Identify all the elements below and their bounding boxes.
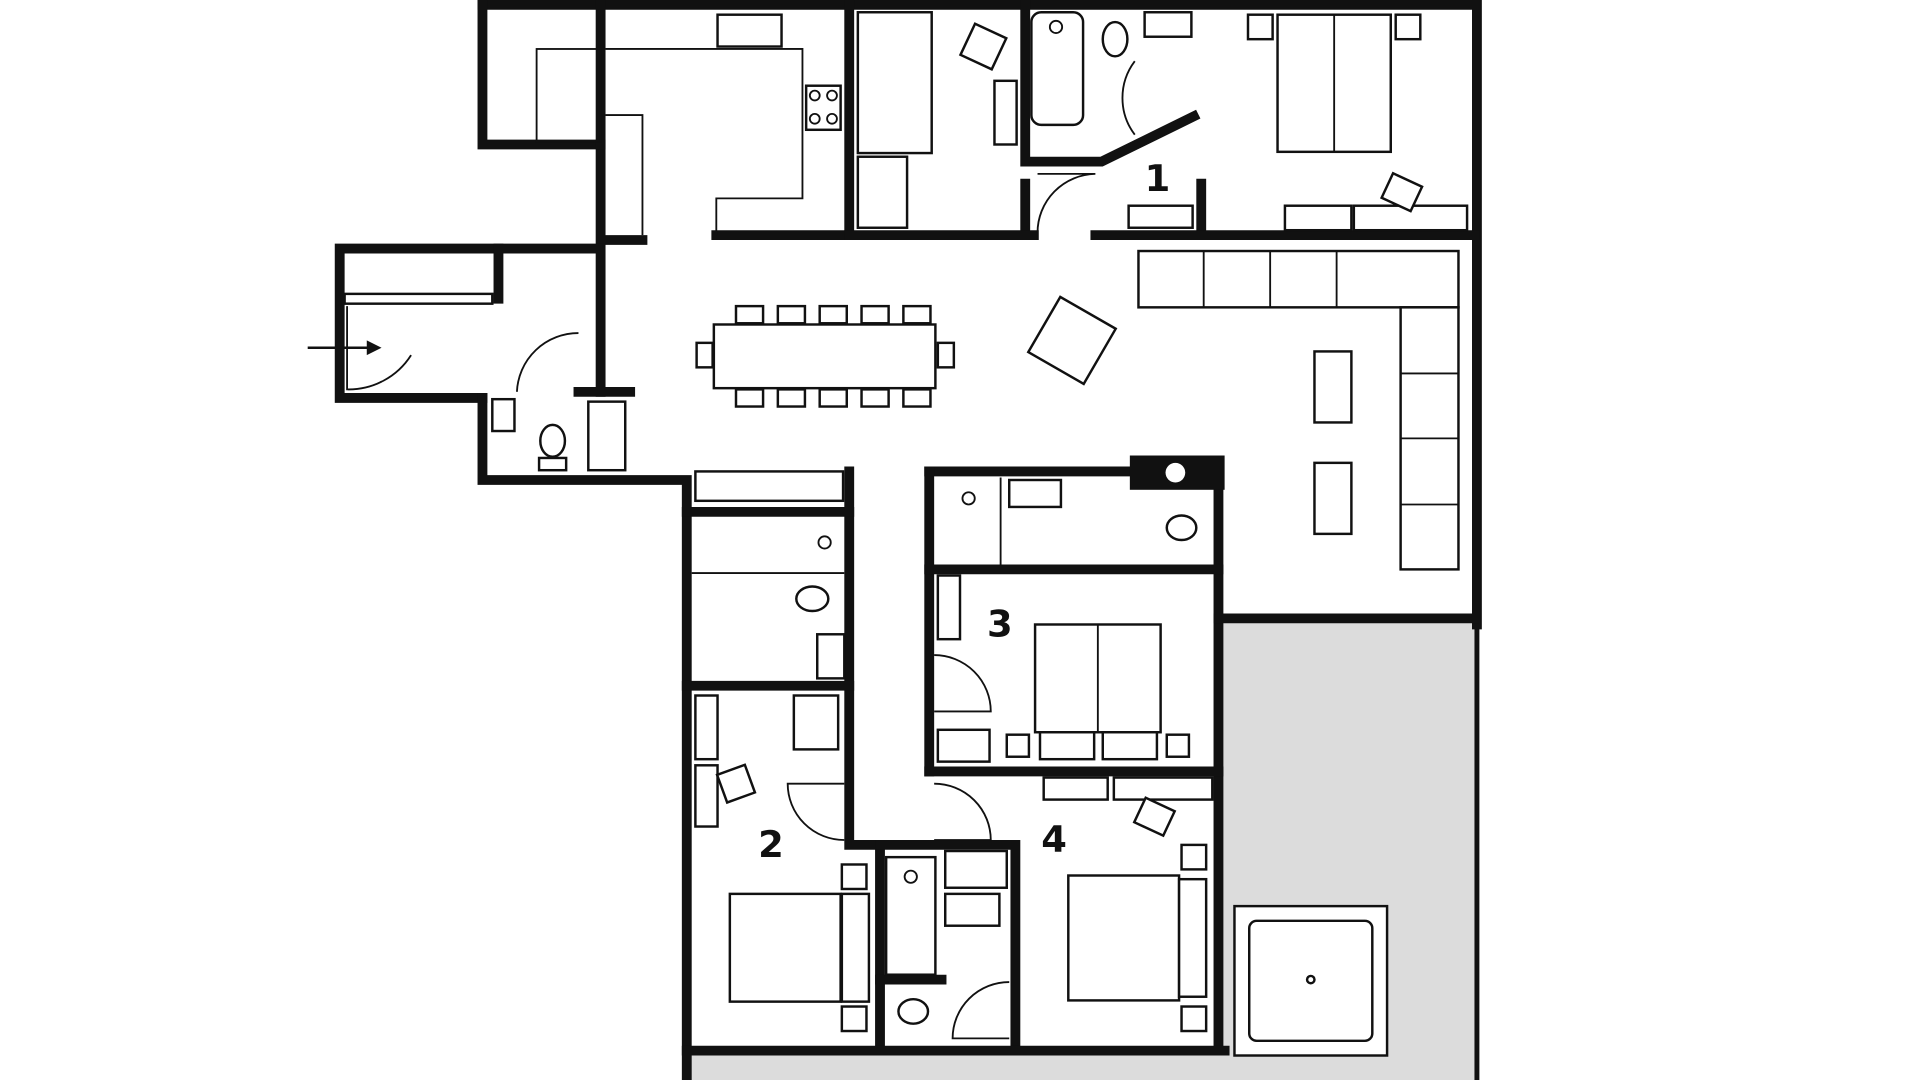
bedroom-3 bbox=[934, 574, 1191, 763]
dining-table bbox=[695, 304, 956, 408]
kitchen bbox=[535, 13, 842, 236]
hot-tub bbox=[1233, 904, 1389, 1057]
room-number-1: 1 bbox=[1145, 157, 1171, 200]
bedroom-4 bbox=[934, 776, 1214, 1033]
bedroom-2 bbox=[694, 694, 871, 1033]
bathroom-left bbox=[691, 535, 846, 680]
walls bbox=[334, 0, 1482, 1080]
living-room bbox=[694, 249, 1460, 571]
entry bbox=[307, 292, 627, 472]
bathroom-3 bbox=[961, 477, 1198, 566]
room-number-4: 4 bbox=[1041, 818, 1067, 861]
top-rooms-furniture bbox=[856, 11, 1469, 233]
bathroom-center bbox=[884, 849, 1010, 1040]
room-number-3: 3 bbox=[987, 603, 1013, 646]
room-number-2: 2 bbox=[758, 823, 784, 866]
